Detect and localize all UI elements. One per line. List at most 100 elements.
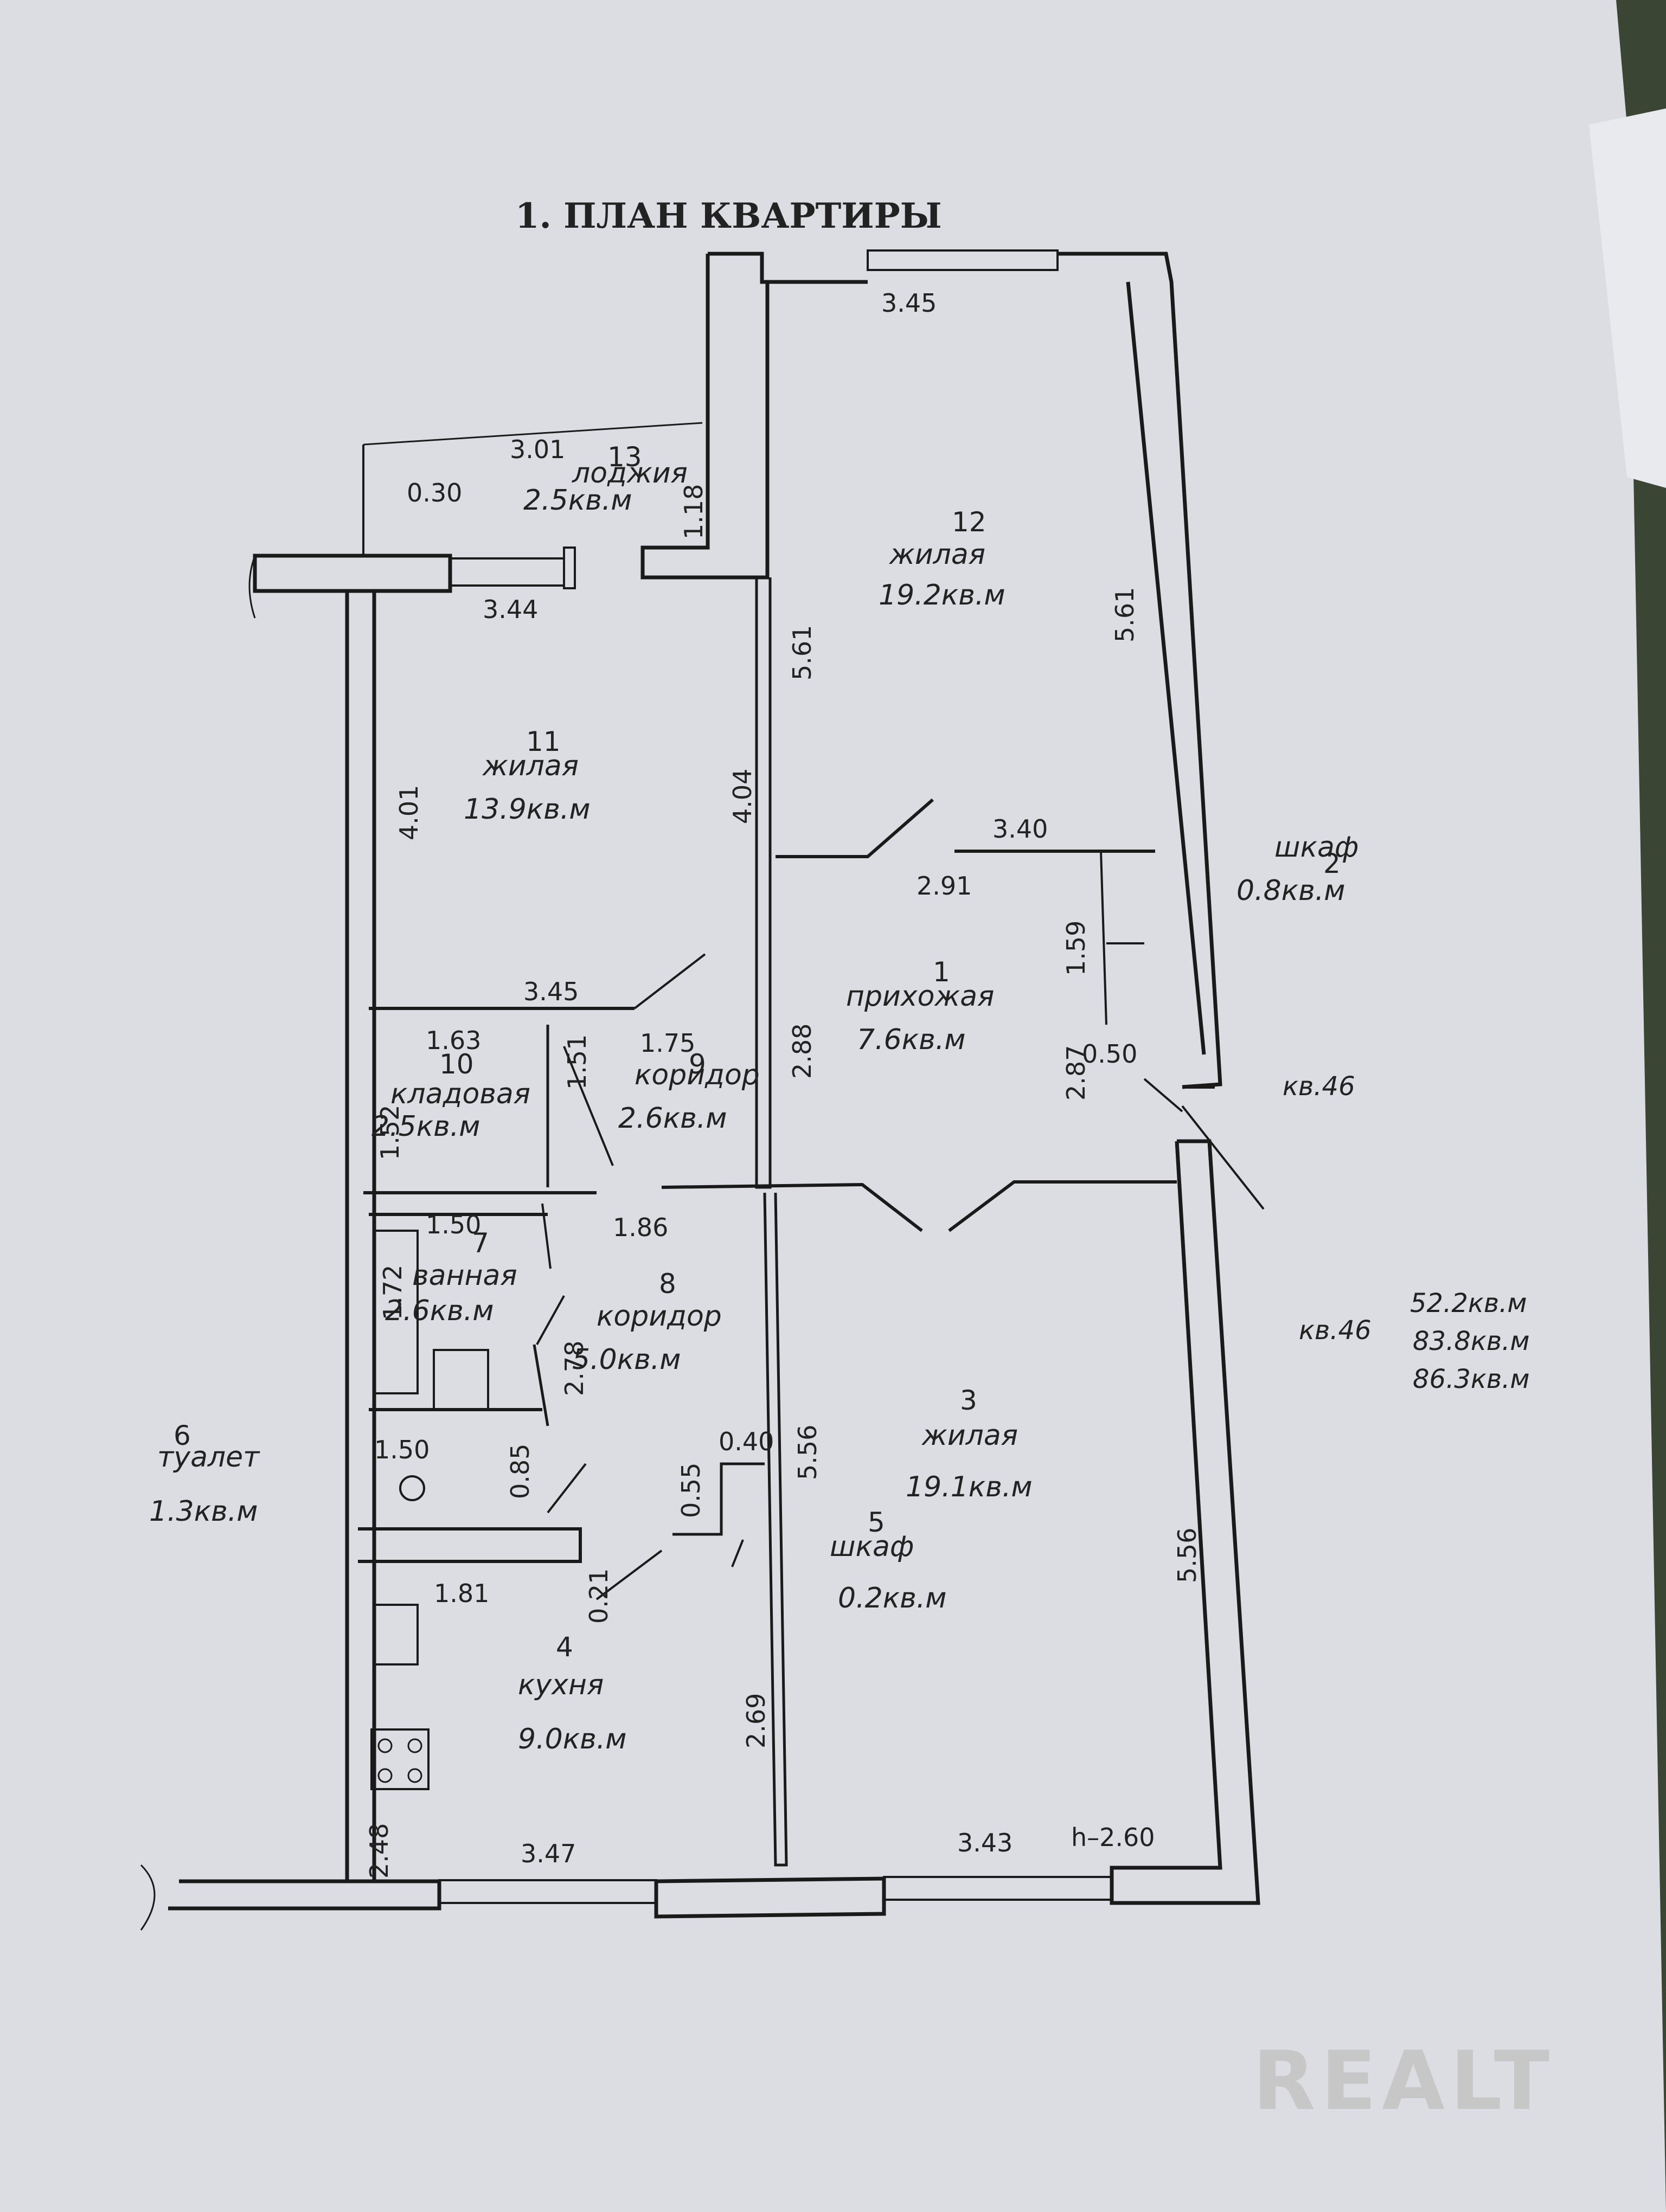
dim-label: 1.72 bbox=[378, 1265, 407, 1320]
dim-label: 3.45 bbox=[523, 977, 579, 1006]
plan-text: 2 bbox=[1323, 848, 1341, 879]
room-labels: 13 лоджия 2.5кв.м 12 жилая 19.2кв.м 11 ж… bbox=[149, 441, 1359, 1756]
dim-label: 3.44 bbox=[483, 595, 538, 624]
summary-area: 83.8кв.м bbox=[1413, 1326, 1530, 1356]
dim-label: 0.40 bbox=[719, 1427, 774, 1456]
room-12: 12 жилая 19.2кв.м bbox=[879, 506, 1005, 612]
room-10: 10 кладовая 2.5кв.м bbox=[371, 1049, 530, 1143]
dim-label: 1.86 bbox=[613, 1213, 668, 1242]
plan-text: 13.9кв.м bbox=[464, 793, 591, 826]
plan-text: 3 bbox=[960, 1385, 977, 1416]
dim-label: h–2.60 bbox=[1071, 1823, 1155, 1852]
dim-label: 5.56 bbox=[1172, 1528, 1202, 1583]
plan-text: шкаф bbox=[830, 1531, 914, 1563]
plan-text: 5.0кв.м bbox=[572, 1343, 681, 1376]
plan-text: 10 bbox=[439, 1049, 474, 1080]
dim-label: 3.43 bbox=[957, 1828, 1013, 1857]
plan-text: 13 bbox=[607, 441, 642, 473]
room-11: 11 жилая 13.9кв.м bbox=[464, 726, 591, 826]
plan-text: 5 bbox=[868, 1507, 885, 1538]
summary-area: 52.2кв.м bbox=[1410, 1288, 1527, 1319]
dim-label: 0.50 bbox=[1082, 1039, 1137, 1069]
room-13: 13 лоджия 2.5кв.м bbox=[523, 441, 688, 517]
plan-text: коридор bbox=[597, 1300, 722, 1333]
dim-label: 1.81 bbox=[434, 1579, 489, 1608]
dim-label: 2.88 bbox=[787, 1024, 817, 1079]
plan-text: 2.6кв.м bbox=[385, 1295, 494, 1327]
plan-text: 1.3кв.м bbox=[149, 1495, 258, 1528]
dim-label: 4.01 bbox=[394, 785, 424, 840]
plan-text: 0.2кв.м bbox=[838, 1582, 947, 1615]
page-title: 1. ПЛАН КВАРТИРЫ bbox=[515, 196, 942, 236]
dim-label: 5.56 bbox=[793, 1425, 822, 1480]
plan-text: 7 bbox=[472, 1227, 489, 1259]
plan-text: 0.8кв.м bbox=[1236, 874, 1345, 907]
room-1: 1 прихожая 7.6кв.м bbox=[846, 956, 994, 1056]
plan-text: 2.5кв.м bbox=[523, 484, 632, 517]
plan-text: 19.2кв.м bbox=[879, 579, 1005, 612]
dim-label: 3.40 bbox=[992, 814, 1048, 844]
dim-label: 1.75 bbox=[640, 1028, 695, 1058]
plan-text: 7.6кв.м bbox=[857, 1024, 966, 1056]
paper-edge bbox=[1589, 108, 1666, 488]
room-8: 8 коридор 5.0кв.м bbox=[572, 1268, 722, 1376]
dim-label: 2.48 bbox=[364, 1823, 394, 1879]
dim-label: 0.85 bbox=[505, 1444, 535, 1499]
area-summary: кв.46 52.2кв.м 83.8кв.м 86.3кв.м bbox=[1299, 1288, 1530, 1394]
dim-label: 0.55 bbox=[676, 1463, 706, 1518]
plan-text: лоджия bbox=[572, 457, 688, 490]
plan-text: 8 bbox=[659, 1268, 676, 1300]
plan-text: 4 bbox=[556, 1631, 573, 1663]
dim-label: 2.87 bbox=[1061, 1045, 1091, 1101]
summary-area: 86.3кв.м bbox=[1413, 1364, 1530, 1394]
room-9: 9 коридор 2.6кв.м bbox=[618, 1049, 760, 1135]
room-2: 2 шкаф 0.8кв.м bbox=[1236, 831, 1359, 907]
plan-text: ванная bbox=[412, 1259, 517, 1292]
plan-text: жилая bbox=[889, 538, 985, 571]
plan-text: жилая bbox=[921, 1419, 1018, 1452]
dim-label: 2.78 bbox=[560, 1341, 589, 1396]
room-3: 3 жилая 19.1кв.м bbox=[906, 1385, 1033, 1503]
plan-text: туалет bbox=[157, 1441, 260, 1474]
plan-text: шкаф bbox=[1274, 831, 1359, 864]
dim-label: 4.04 bbox=[728, 769, 757, 824]
plan-text: 19.1кв.м bbox=[906, 1471, 1033, 1503]
dim-label: 0.30 bbox=[407, 478, 462, 507]
plan-text: 9 bbox=[689, 1049, 706, 1080]
dim-label: 2.69 bbox=[741, 1693, 771, 1748]
plan-text: 2.6кв.м bbox=[618, 1102, 727, 1135]
plan-text: коридор bbox=[635, 1059, 760, 1091]
room-4: 4 кухня 9.0кв.м bbox=[518, 1631, 627, 1756]
neighbor-apartment-label: кв.46 bbox=[1283, 1071, 1355, 1102]
room-5: 5 шкаф 0.2кв.м bbox=[830, 1507, 947, 1615]
plan-text: 11 bbox=[526, 726, 561, 757]
plan-text: 2.5кв.м bbox=[371, 1110, 480, 1143]
dim-label: 1.51 bbox=[562, 1034, 592, 1090]
dim-label: 5.61 bbox=[787, 625, 817, 680]
dim-label: 3.01 bbox=[510, 435, 565, 464]
walls bbox=[140, 249, 1265, 1931]
dim-label: 3.45 bbox=[881, 288, 937, 318]
plan-text: жилая bbox=[482, 750, 579, 782]
dim-label: 1.50 bbox=[374, 1435, 430, 1464]
dim-label: 1.18 bbox=[679, 484, 708, 539]
watermark-logo: REALT bbox=[1253, 2034, 1555, 2129]
plan-text: 12 bbox=[952, 506, 986, 538]
dim-label: 1.59 bbox=[1061, 921, 1091, 976]
plan-text: 6 bbox=[174, 1420, 191, 1451]
room-6: 6 туалет 1.3кв.м bbox=[149, 1420, 260, 1528]
plan-text: 1 bbox=[933, 956, 950, 988]
room-7: 7 ванная 2.6кв.м bbox=[385, 1227, 517, 1327]
plan-text: кухня bbox=[518, 1669, 604, 1701]
dim-label: 3.47 bbox=[521, 1839, 576, 1868]
plan-text: кладовая bbox=[390, 1078, 530, 1110]
dimension-labels: 3.45 3.01 0.30 1.18 3.44 5.61 5.61 4.01 … bbox=[364, 288, 1202, 1879]
dim-label: 2.91 bbox=[917, 871, 972, 901]
plan-text: 9.0кв.м bbox=[518, 1723, 627, 1756]
dim-label: 5.61 bbox=[1110, 587, 1139, 642]
dim-label: 1.63 bbox=[426, 1026, 481, 1055]
dim-label: 1.50 bbox=[426, 1210, 481, 1239]
plan-text: прихожая bbox=[846, 980, 994, 1013]
summary-label: кв.46 bbox=[1299, 1315, 1372, 1346]
